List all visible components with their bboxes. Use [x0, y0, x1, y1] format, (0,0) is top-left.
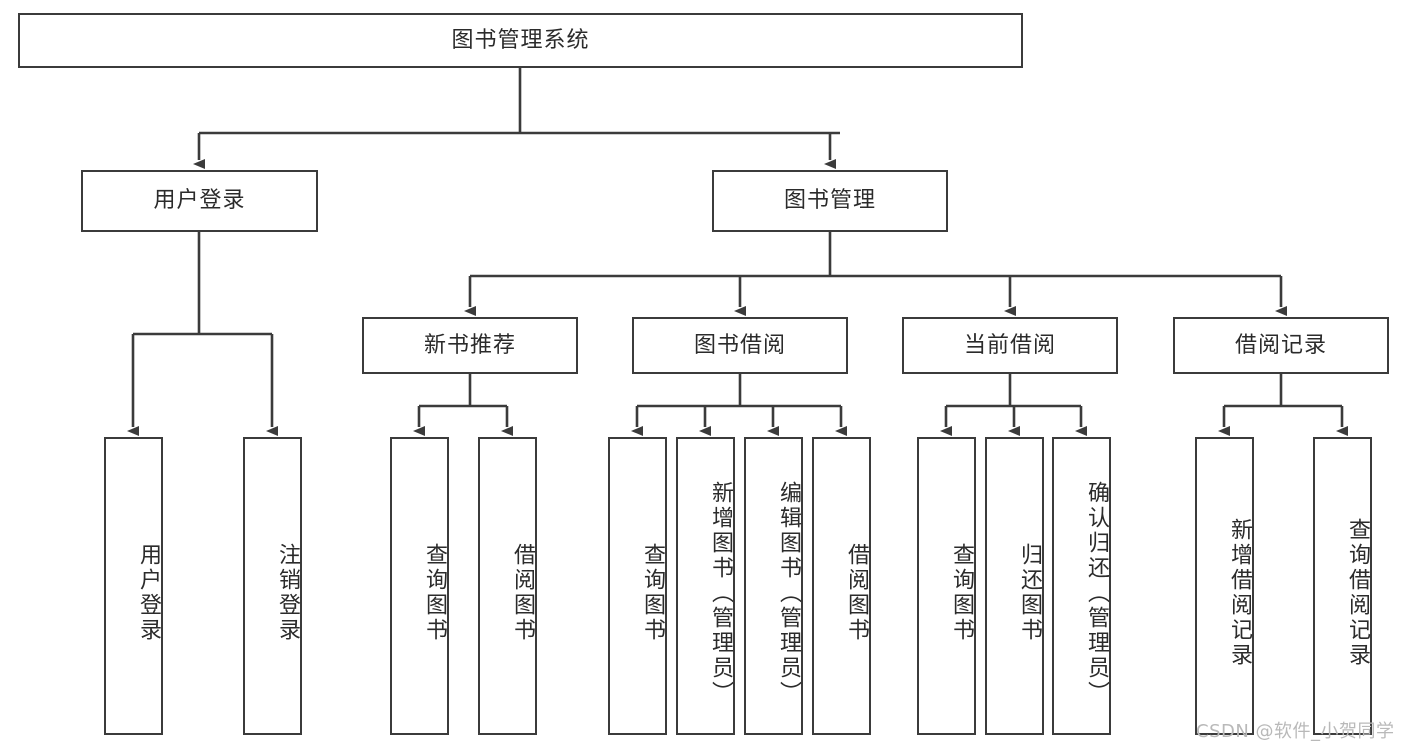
leaf-book-borrow-borrow[interactable]: 借阅图书 — [812, 437, 871, 735]
leaf-current-borrow-query[interactable]: 查询图书 — [917, 437, 976, 735]
node-book-management[interactable]: 图书管理 — [712, 170, 948, 232]
node-label: 新增图书（管理员） — [708, 480, 733, 706]
leaf-book-borrow-query[interactable]: 查询图书 — [608, 437, 667, 735]
node-current-borrow[interactable]: 当前借阅 — [902, 317, 1118, 374]
node-label: 图书借阅 — [693, 332, 786, 358]
node-label: 编辑图书（管理员） — [776, 480, 801, 706]
node-label: 用户登录 — [153, 188, 246, 214]
node-label: 用户登录 — [136, 543, 161, 643]
leaf-borrow-record-query[interactable]: 查询借阅记录 — [1313, 437, 1372, 735]
node-label: 借阅记录 — [1234, 332, 1327, 358]
leaf-borrow-record-add[interactable]: 新增借阅记录 — [1195, 437, 1254, 735]
node-label: 确认归还（管理员） — [1084, 480, 1109, 706]
leaf-user-login-login[interactable]: 用户登录 — [104, 437, 163, 735]
node-root-book-management-system[interactable]: 图书管理系统 — [18, 13, 1023, 68]
leaf-new-book-borrow[interactable]: 借阅图书 — [478, 437, 537, 735]
node-label: 当前借阅 — [963, 332, 1056, 358]
node-label: 查询图书 — [422, 543, 447, 643]
node-label: 查询图书 — [640, 543, 665, 643]
leaf-book-borrow-edit[interactable]: 编辑图书（管理员） — [744, 437, 803, 735]
leaf-user-login-logout[interactable]: 注销登录 — [243, 437, 302, 735]
node-label: 新书推荐 — [423, 332, 516, 358]
leaf-new-book-query[interactable]: 查询图书 — [390, 437, 449, 735]
node-label: 查询借阅记录 — [1345, 518, 1370, 668]
node-label: 归还图书 — [1017, 543, 1042, 643]
node-label: 注销登录 — [275, 543, 300, 643]
node-user-login[interactable]: 用户登录 — [81, 170, 318, 232]
node-label: 图书管理系统 — [451, 27, 590, 53]
node-new-book-recommend[interactable]: 新书推荐 — [362, 317, 578, 374]
node-label: 查询图书 — [949, 543, 974, 643]
node-borrow-record[interactable]: 借阅记录 — [1173, 317, 1389, 374]
node-label: 借阅图书 — [510, 543, 535, 643]
node-book-borrow[interactable]: 图书借阅 — [632, 317, 848, 374]
node-label: 借阅图书 — [844, 543, 869, 643]
node-label: 图书管理 — [783, 188, 876, 214]
node-label: 新增借阅记录 — [1227, 518, 1252, 668]
leaf-book-borrow-add[interactable]: 新增图书（管理员） — [676, 437, 735, 735]
leaf-current-borrow-return[interactable]: 归还图书 — [985, 437, 1044, 735]
leaf-current-borrow-confirm-return[interactable]: 确认归还（管理员） — [1052, 437, 1111, 735]
csdn-watermark: CSDN @软件_小贺同学 — [1196, 721, 1395, 742]
